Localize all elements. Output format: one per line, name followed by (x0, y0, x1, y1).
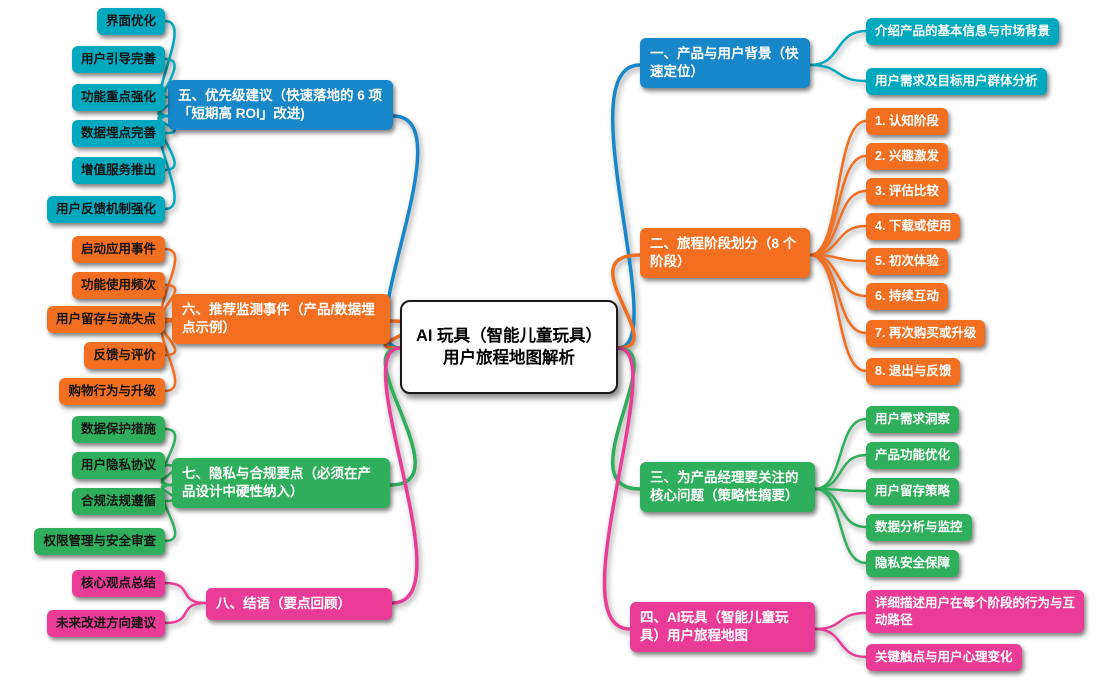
topic-ui-optimization[interactable]: 界面优化 (96, 8, 165, 35)
topic-user-needs-target-analysis[interactable]: 用户需求及目标用户群体分析 (866, 68, 1047, 95)
link-b2-c8 (808, 253, 868, 373)
link-b2-c1 (808, 119, 868, 257)
topic-product-info-market[interactable]: 介绍产品的基本信息与市场背景 (866, 18, 1060, 45)
topic-regulatory-compliance[interactable]: 合规法规遵循 (71, 488, 165, 515)
topic-feature-optimization[interactable]: 产品功能优化 (866, 442, 960, 469)
topic-stage-awareness[interactable]: 1. 认知阶段 (866, 108, 948, 135)
branch-user-journey-map[interactable]: 四、AI玩具（智能儿童玩具）用户旅程地图 (630, 602, 815, 652)
topic-retention-strategy[interactable]: 用户留存策略 (866, 478, 960, 505)
link-b3-c4 (813, 487, 868, 529)
link-b2-c5 (808, 253, 868, 263)
link-b1-c2 (808, 63, 868, 83)
branch-product-user-background[interactable]: 一、产品与用户背景（快速定位） (640, 38, 810, 88)
link-b3-c2 (813, 453, 868, 491)
topic-data-analysis-monitoring[interactable]: 数据分析与监控 (866, 514, 972, 541)
link-b8-c2 (163, 601, 208, 625)
topic-privacy-agreement[interactable]: 用户隐私协议 (71, 452, 165, 479)
topic-retention-churn-points[interactable]: 用户留存与流失点 (46, 306, 165, 333)
link-b1-c1 (808, 29, 868, 67)
link-b3-c3 (813, 487, 868, 493)
topic-tracking-completion[interactable]: 数据埋点完善 (71, 120, 165, 147)
topic-stage-exit-feedback[interactable]: 8. 退出与反馈 (866, 358, 961, 385)
topic-touchpoints-psychology[interactable]: 关键触点与用户心理变化 (866, 644, 1022, 671)
link-b2-c3 (808, 189, 868, 257)
topic-stage-behavior-paths[interactable]: 详细描述用户在每个阶段的行为与互动路径 (866, 590, 1084, 633)
branch-conclusion[interactable]: 八、结语（要点回顾） (206, 588, 392, 620)
link-b4-c1 (813, 611, 868, 631)
topic-feedback-mechanism[interactable]: 用户反馈机制强化 (46, 196, 165, 223)
link-b2-c4 (808, 224, 868, 257)
link-b3-c5 (813, 487, 868, 565)
topic-value-added-services[interactable]: 增值服务推出 (71, 157, 165, 184)
topic-user-insight[interactable]: 用户需求洞察 (866, 406, 960, 433)
topic-stage-continuous-interaction[interactable]: 6. 持续互动 (866, 283, 948, 310)
topic-permission-security-review[interactable]: 权限管理与安全审查 (34, 528, 165, 555)
topic-future-improvements[interactable]: 未来改进方向建议 (46, 610, 165, 637)
topic-feature-focus[interactable]: 功能重点强化 (71, 84, 165, 111)
topic-app-launch-event[interactable]: 启动应用事件 (71, 236, 165, 263)
link-b4-c2 (813, 627, 868, 659)
link-b8-c1 (163, 581, 208, 605)
link-b2-c6 (808, 253, 868, 298)
branch-journey-stages[interactable]: 二、旅程阶段划分（8 个阶段） (640, 228, 810, 278)
topic-stage-evaluation[interactable]: 3. 评估比较 (866, 178, 948, 205)
link-b3-c1 (813, 417, 868, 491)
topic-privacy-security[interactable]: 隐私安全保障 (866, 550, 960, 577)
branch-monitoring-events[interactable]: 六、推荐监测事件（产品/数据埋点示例） (172, 294, 390, 344)
topic-stage-interest[interactable]: 2. 兴趣激发 (866, 143, 948, 170)
topic-key-points-summary[interactable]: 核心观点总结 (71, 570, 165, 597)
topic-data-protection[interactable]: 数据保护措施 (71, 416, 165, 443)
branch-privacy-compliance[interactable]: 七、隐私与合规要点（必须在产品设计中硬性纳入） (172, 458, 390, 508)
branch-core-questions[interactable]: 三、为产品经理要关注的核心问题（策略性摘要） (640, 462, 815, 512)
topic-onboarding-improvement[interactable]: 用户引导完善 (71, 46, 165, 73)
topic-feedback-reviews[interactable]: 反馈与评价 (84, 342, 165, 369)
topic-stage-download-use[interactable]: 4. 下载或使用 (866, 213, 961, 240)
link-b2-c7 (808, 253, 868, 335)
branch-priority-suggestions[interactable]: 五、优先级建议（快速落地的 6 项「短期高 ROI」改进) (168, 80, 393, 130)
topic-purchase-upgrade-behavior[interactable]: 购物行为与升级 (59, 378, 165, 405)
topic-stage-first-experience[interactable]: 5. 初次体验 (866, 248, 948, 275)
topic-stage-repurchase-upgrade[interactable]: 7. 再次购买或升级 (866, 320, 986, 347)
topic-feature-usage-frequency[interactable]: 功能使用频次 (71, 272, 165, 299)
root-topic[interactable]: AI 玩具（智能儿童玩具）用户旅程地图解析 (400, 300, 618, 394)
link-b2-c2 (808, 154, 868, 257)
